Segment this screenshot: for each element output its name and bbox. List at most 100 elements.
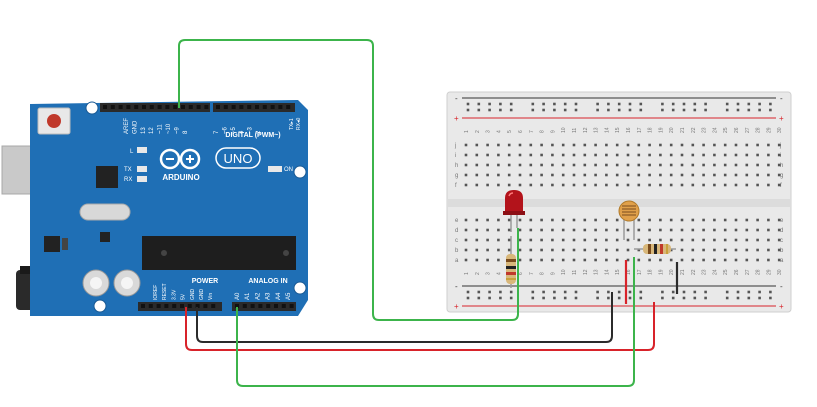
- terminal-hole[interactable]: [734, 248, 738, 252]
- rail-hole[interactable]: [693, 296, 697, 300]
- ldr-resistor[interactable]: [634, 244, 676, 254]
- terminal-hole[interactable]: [626, 173, 630, 177]
- header-pin[interactable]: [142, 105, 146, 109]
- terminal-hole[interactable]: [626, 183, 630, 187]
- terminal-hole[interactable]: [529, 183, 533, 187]
- terminal-hole[interactable]: [507, 143, 511, 147]
- terminal-hole[interactable]: [723, 173, 727, 177]
- terminal-hole[interactable]: [756, 153, 759, 157]
- terminal-hole[interactable]: [713, 218, 716, 222]
- terminal-hole[interactable]: [777, 163, 781, 167]
- terminal-hole[interactable]: [659, 173, 662, 177]
- terminal-hole[interactable]: [551, 218, 554, 222]
- rail-hole[interactable]: [563, 102, 567, 106]
- terminal-hole[interactable]: [583, 228, 587, 232]
- terminal-hole[interactable]: [691, 153, 695, 157]
- terminal-hole[interactable]: [691, 218, 695, 222]
- terminal-hole[interactable]: [756, 248, 759, 252]
- terminal-hole[interactable]: [767, 143, 770, 147]
- terminal-hole[interactable]: [669, 183, 673, 187]
- terminal-hole[interactable]: [756, 238, 759, 242]
- rail-hole[interactable]: [607, 290, 610, 294]
- terminal-hole[interactable]: [648, 238, 651, 242]
- terminal-hole[interactable]: [713, 173, 716, 177]
- header-pin[interactable]: [164, 304, 169, 308]
- terminal-hole[interactable]: [723, 258, 727, 262]
- reset-button-cap[interactable]: [47, 114, 61, 128]
- terminal-hole[interactable]: [605, 163, 608, 167]
- terminal-hole[interactable]: [572, 143, 576, 147]
- rail-hole[interactable]: [617, 108, 621, 112]
- terminal-hole[interactable]: [691, 238, 695, 242]
- terminal-hole[interactable]: [659, 143, 662, 147]
- rail-hole[interactable]: [509, 108, 513, 112]
- header-pin[interactable]: [262, 105, 267, 109]
- terminal-hole[interactable]: [756, 183, 759, 187]
- rail-hole[interactable]: [704, 108, 707, 112]
- terminal-hole[interactable]: [561, 143, 565, 147]
- terminal-hole[interactable]: [551, 248, 554, 252]
- terminal-hole[interactable]: [637, 238, 641, 242]
- terminal-hole[interactable]: [594, 258, 597, 262]
- terminal-hole[interactable]: [659, 218, 662, 222]
- header-pin[interactable]: [270, 105, 275, 109]
- header-pin[interactable]: [250, 304, 255, 308]
- terminal-hole[interactable]: [777, 258, 781, 262]
- rail-hole[interactable]: [682, 102, 686, 106]
- terminal-hole[interactable]: [734, 183, 738, 187]
- terminal-hole[interactable]: [626, 163, 630, 167]
- header-pin[interactable]: [223, 105, 228, 109]
- terminal-hole[interactable]: [583, 143, 587, 147]
- terminal-hole[interactable]: [745, 258, 749, 262]
- header-pin[interactable]: [118, 105, 123, 109]
- terminal-hole[interactable]: [572, 248, 576, 252]
- terminal-hole[interactable]: [680, 238, 684, 242]
- terminal-hole[interactable]: [767, 228, 770, 232]
- led-resistor[interactable]: [506, 236, 516, 288]
- rail-hole[interactable]: [617, 290, 621, 294]
- rail-hole[interactable]: [488, 290, 491, 294]
- terminal-hole[interactable]: [713, 248, 716, 252]
- terminal-hole[interactable]: [767, 238, 770, 242]
- terminal-hole[interactable]: [756, 143, 759, 147]
- terminal-hole[interactable]: [767, 218, 770, 222]
- terminal-hole[interactable]: [594, 248, 597, 252]
- terminal-hole[interactable]: [745, 238, 749, 242]
- rail-hole[interactable]: [747, 290, 751, 294]
- terminal-hole[interactable]: [702, 218, 705, 222]
- terminal-hole[interactable]: [713, 228, 716, 232]
- terminal-hole[interactable]: [507, 238, 511, 242]
- terminal-hole[interactable]: [767, 153, 770, 157]
- rail-hole[interactable]: [725, 296, 729, 300]
- wire-gnd-to-rail[interactable]: [196, 292, 613, 343]
- rail-hole[interactable]: [509, 102, 513, 106]
- header-pin[interactable]: [165, 105, 170, 109]
- header-pin[interactable]: [255, 105, 259, 109]
- terminal-hole[interactable]: [605, 258, 608, 262]
- terminal-hole[interactable]: [497, 163, 500, 167]
- terminal-hole[interactable]: [475, 258, 479, 262]
- terminal-hole[interactable]: [486, 228, 489, 232]
- rail-hole[interactable]: [671, 108, 675, 112]
- terminal-hole[interactable]: [767, 163, 770, 167]
- rail-hole[interactable]: [671, 290, 675, 294]
- header-pin[interactable]: [216, 105, 220, 109]
- rail-hole[interactable]: [477, 108, 481, 112]
- terminal-hole[interactable]: [615, 183, 619, 187]
- terminal-hole[interactable]: [583, 238, 587, 242]
- terminal-hole[interactable]: [723, 248, 727, 252]
- rail-hole[interactable]: [693, 290, 697, 294]
- terminal-hole[interactable]: [691, 228, 695, 232]
- terminal-hole[interactable]: [594, 143, 597, 147]
- header-pin[interactable]: [239, 105, 244, 109]
- terminal-hole[interactable]: [615, 163, 619, 167]
- terminal-hole[interactable]: [583, 258, 587, 262]
- header-pin[interactable]: [196, 105, 201, 109]
- rail-hole[interactable]: [466, 296, 470, 300]
- terminal-hole[interactable]: [551, 153, 554, 157]
- header-pin[interactable]: [195, 304, 200, 308]
- rail-hole[interactable]: [531, 102, 535, 106]
- header-pin[interactable]: [242, 304, 247, 308]
- terminal-hole[interactable]: [486, 153, 489, 157]
